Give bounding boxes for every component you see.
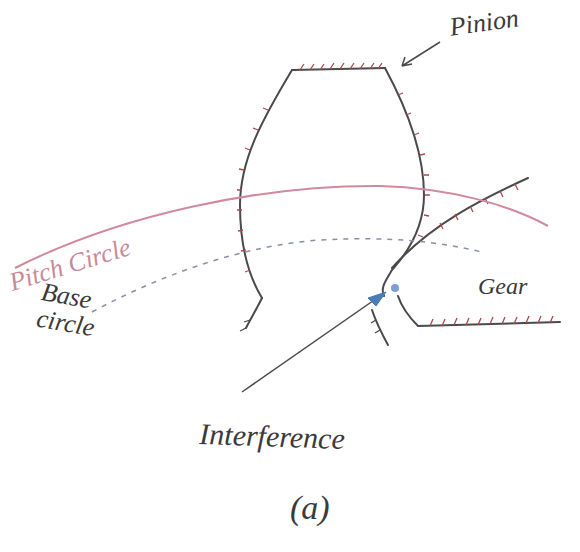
pinion-left-root xyxy=(246,298,262,328)
base-circle xyxy=(92,239,482,312)
root-marks xyxy=(240,320,250,331)
pinion-leader xyxy=(402,42,440,66)
tip-hatch xyxy=(300,63,382,70)
gear-body-hatch xyxy=(430,316,553,326)
circle-label: Base circle xyxy=(35,278,138,348)
part-label: Gear xyxy=(478,274,527,299)
pinion-right-root xyxy=(372,310,388,345)
right-hatch xyxy=(398,93,430,237)
root-marks-right xyxy=(371,320,380,333)
interference-point xyxy=(391,284,399,292)
part-label: Pinion xyxy=(448,4,520,41)
figure-caption: (a) xyxy=(290,490,330,526)
pinion-right-flank xyxy=(383,68,424,296)
gear-hatch xyxy=(440,184,518,229)
gear-left-flank xyxy=(392,178,528,268)
effect-label: Interference xyxy=(199,418,345,455)
gear-flank-and-body xyxy=(398,296,560,326)
interference-arrowhead xyxy=(368,292,386,306)
interference-leader xyxy=(242,296,380,392)
pinion-left-flank xyxy=(240,70,292,298)
left-hatch xyxy=(237,108,268,272)
